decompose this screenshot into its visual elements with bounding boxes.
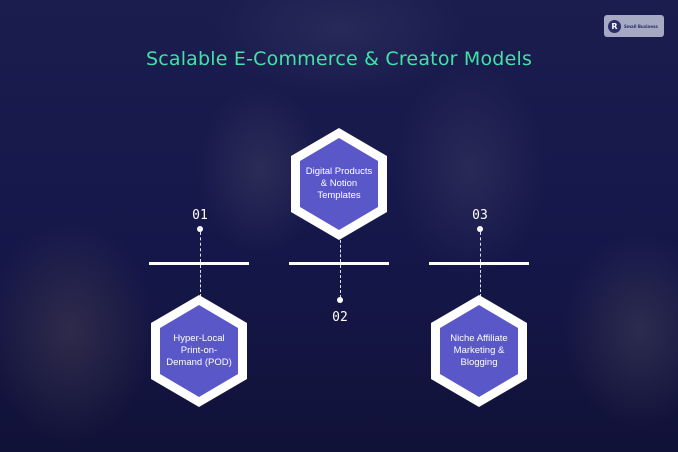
item-1-dot bbox=[197, 226, 203, 232]
item-3-line bbox=[429, 262, 529, 265]
item-2-dot bbox=[337, 297, 343, 303]
item-3-dot bbox=[477, 226, 483, 232]
item-1-connector-top bbox=[200, 232, 201, 262]
item-3-label: Niche Affiliate Marketing & Blogging bbox=[450, 333, 508, 368]
brand-logo: R Small Business bbox=[604, 15, 664, 37]
item-3-hexagon: Niche Affiliate Marketing & Blogging bbox=[429, 293, 529, 409]
item-1-number: 01 bbox=[192, 208, 208, 223]
item-2-number: 02 bbox=[332, 310, 348, 325]
item-1-hexagon: Hyper-Local Print-on-Demand (POD) bbox=[149, 293, 249, 409]
logo-mark: R bbox=[608, 19, 621, 33]
item-1-connector-bottom bbox=[200, 265, 201, 297]
item-1-line bbox=[149, 262, 249, 265]
item-2-line bbox=[289, 262, 389, 265]
item-3-connector-bottom bbox=[480, 265, 481, 297]
item-2-hexagon: Digital Products & Notion Templates bbox=[289, 126, 389, 242]
item-3-connector-top bbox=[480, 232, 481, 262]
logo-text: Small Business bbox=[624, 23, 658, 29]
page-title: Scalable E-Commerce & Creator Models bbox=[145, 48, 533, 70]
item-2-connector-bottom bbox=[340, 265, 341, 298]
item-2-connector-top bbox=[340, 240, 341, 262]
item-3-number: 03 bbox=[472, 208, 488, 223]
item-2-label: Digital Products & Notion Templates bbox=[305, 166, 373, 201]
item-1-label: Hyper-Local Print-on-Demand (POD) bbox=[166, 333, 232, 368]
